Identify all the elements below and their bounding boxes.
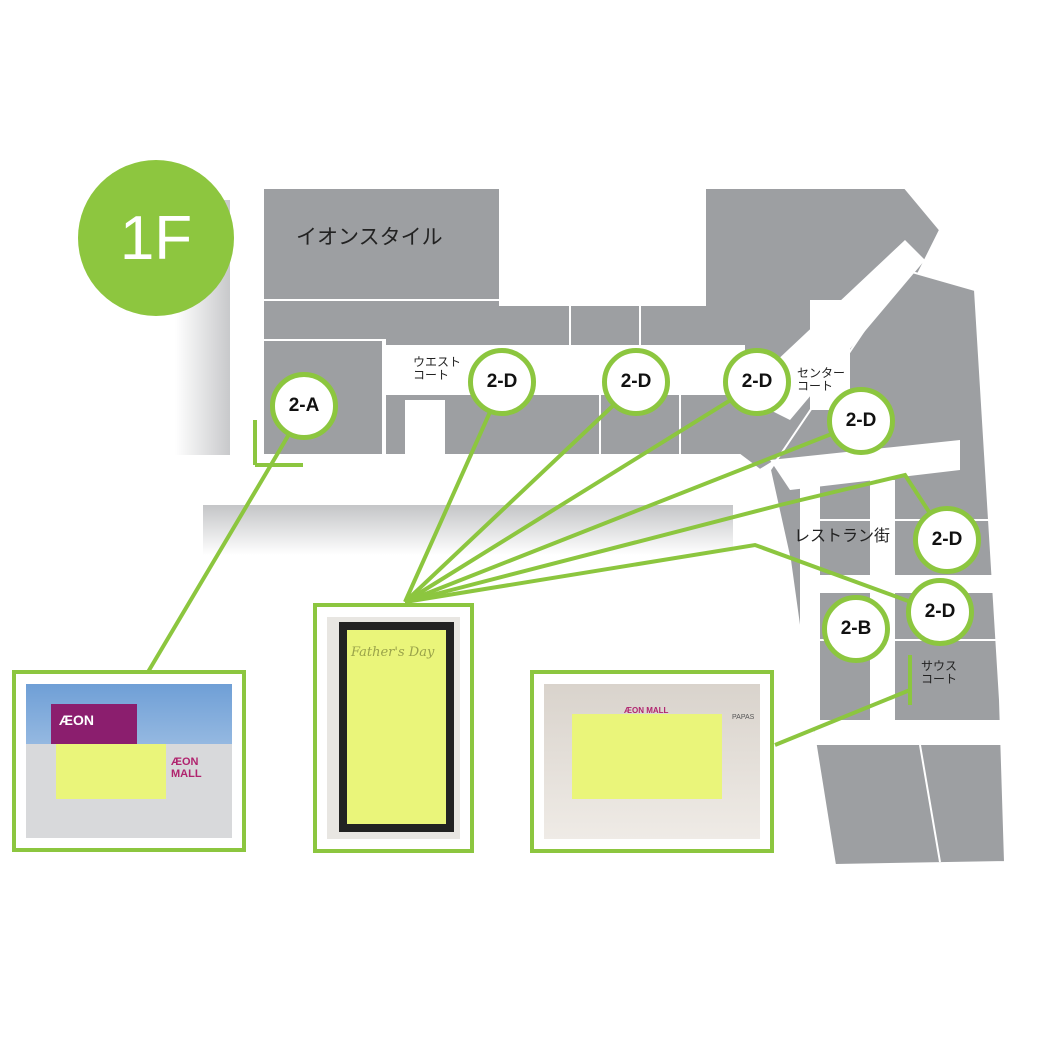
pin-2d[interactable]: 2-D	[602, 348, 670, 416]
pin-2a[interactable]: 2-A	[270, 372, 338, 440]
floor-badge: 1F	[78, 160, 234, 316]
leader-2d-3	[403, 381, 760, 604]
pin-2b[interactable]: 2-B	[822, 595, 890, 663]
store-sign: PAPAS	[732, 714, 755, 721]
leader-2d-4	[404, 420, 863, 604]
walkway	[203, 505, 733, 555]
pin-2d[interactable]: 2-D	[468, 348, 536, 416]
court-sign: ÆON MALL	[624, 706, 669, 715]
pin-2d[interactable]: 2-D	[827, 387, 895, 455]
aeon-mall-sign: ÆON MALL	[171, 756, 202, 780]
leader-2b	[774, 688, 911, 747]
area-west-court: ウエスト コート	[413, 355, 462, 382]
pin-2d[interactable]: 2-D	[906, 578, 974, 646]
pin-2d[interactable]: 2-D	[723, 348, 791, 416]
area-south-court: サウス コート	[921, 659, 958, 686]
photo-court: ÆON MALL PAPAS	[530, 670, 774, 853]
leader-2d-6	[404, 542, 942, 615]
pin-2d[interactable]: 2-D	[913, 506, 981, 574]
floor-label: 1F	[119, 203, 193, 273]
photo-exterior: ÆON ÆON MALL	[12, 670, 246, 852]
leader-2d-1	[403, 382, 505, 603]
area-aeon-style: イオンスタイル	[296, 225, 443, 249]
leader-2d-2	[403, 381, 639, 604]
area-center-court: センター コート	[797, 366, 846, 393]
signage-text: Father's Day	[347, 630, 446, 824]
area-restaurant: レストラン街	[794, 526, 891, 545]
leader-2d-5	[404, 472, 950, 604]
photo-signage: Father's Day	[313, 603, 474, 853]
